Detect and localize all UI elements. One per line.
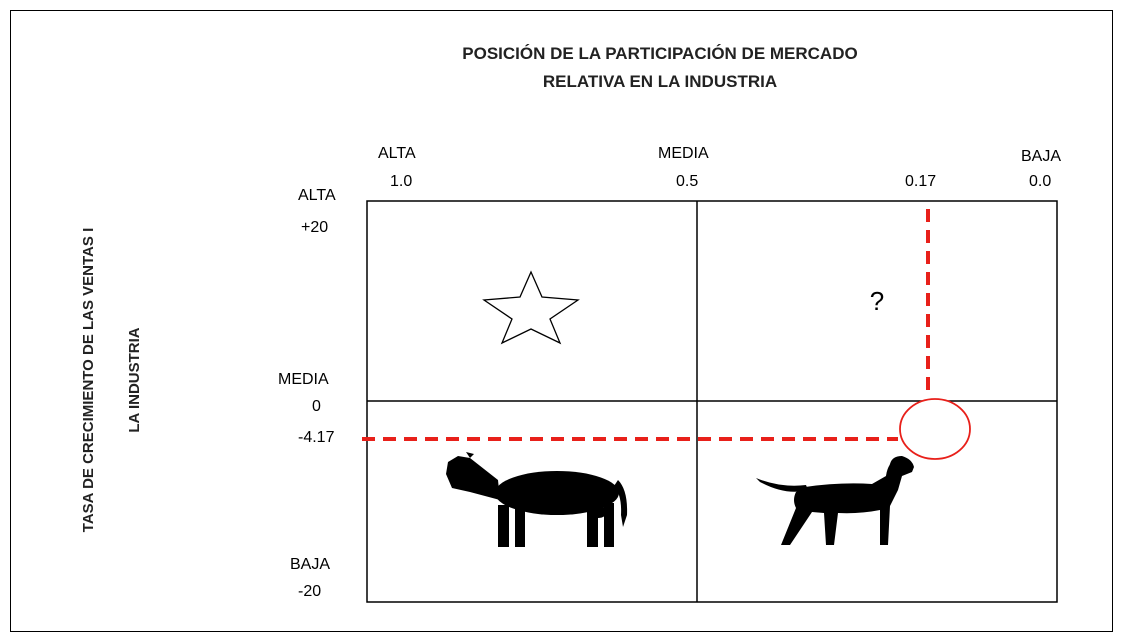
question-mark-icon: ? [870,286,884,316]
diagram-frame [10,10,1113,632]
x-tick-medium: 0.5 [676,173,699,190]
y-level-medium: MEDIA [278,371,329,388]
x-tick-low: 0.0 [1029,173,1052,190]
y-tick-medium: 0 [312,398,321,415]
x-tick-high: 1.0 [390,173,413,190]
y-tick-high: +20 [301,219,329,236]
x-level-high: ALTA [378,145,416,162]
title-line-1: POSICIÓN DE LA PARTICIPACIÓN DE MERCADO [462,44,858,63]
dog-icon [756,456,914,545]
position-circle [899,398,971,460]
y-level-high: ALTA [298,187,336,204]
x-level-low: BAJA [1021,148,1062,165]
x-level-medium: MEDIA [658,145,709,162]
diagram-title: POSICIÓN DE LA PARTICIPACIÓN DE MERCADO … [380,40,940,96]
y-level-low: BAJA [290,556,331,573]
star-icon [482,270,580,345]
cow-icon [446,452,628,547]
x-tick-point: 0.17 [905,173,937,190]
y-tick-low: -20 [298,583,322,600]
title-line-2: RELATIVA EN LA INDUSTRIA [542,72,778,91]
y-tick-point: -4.17 [298,429,335,446]
